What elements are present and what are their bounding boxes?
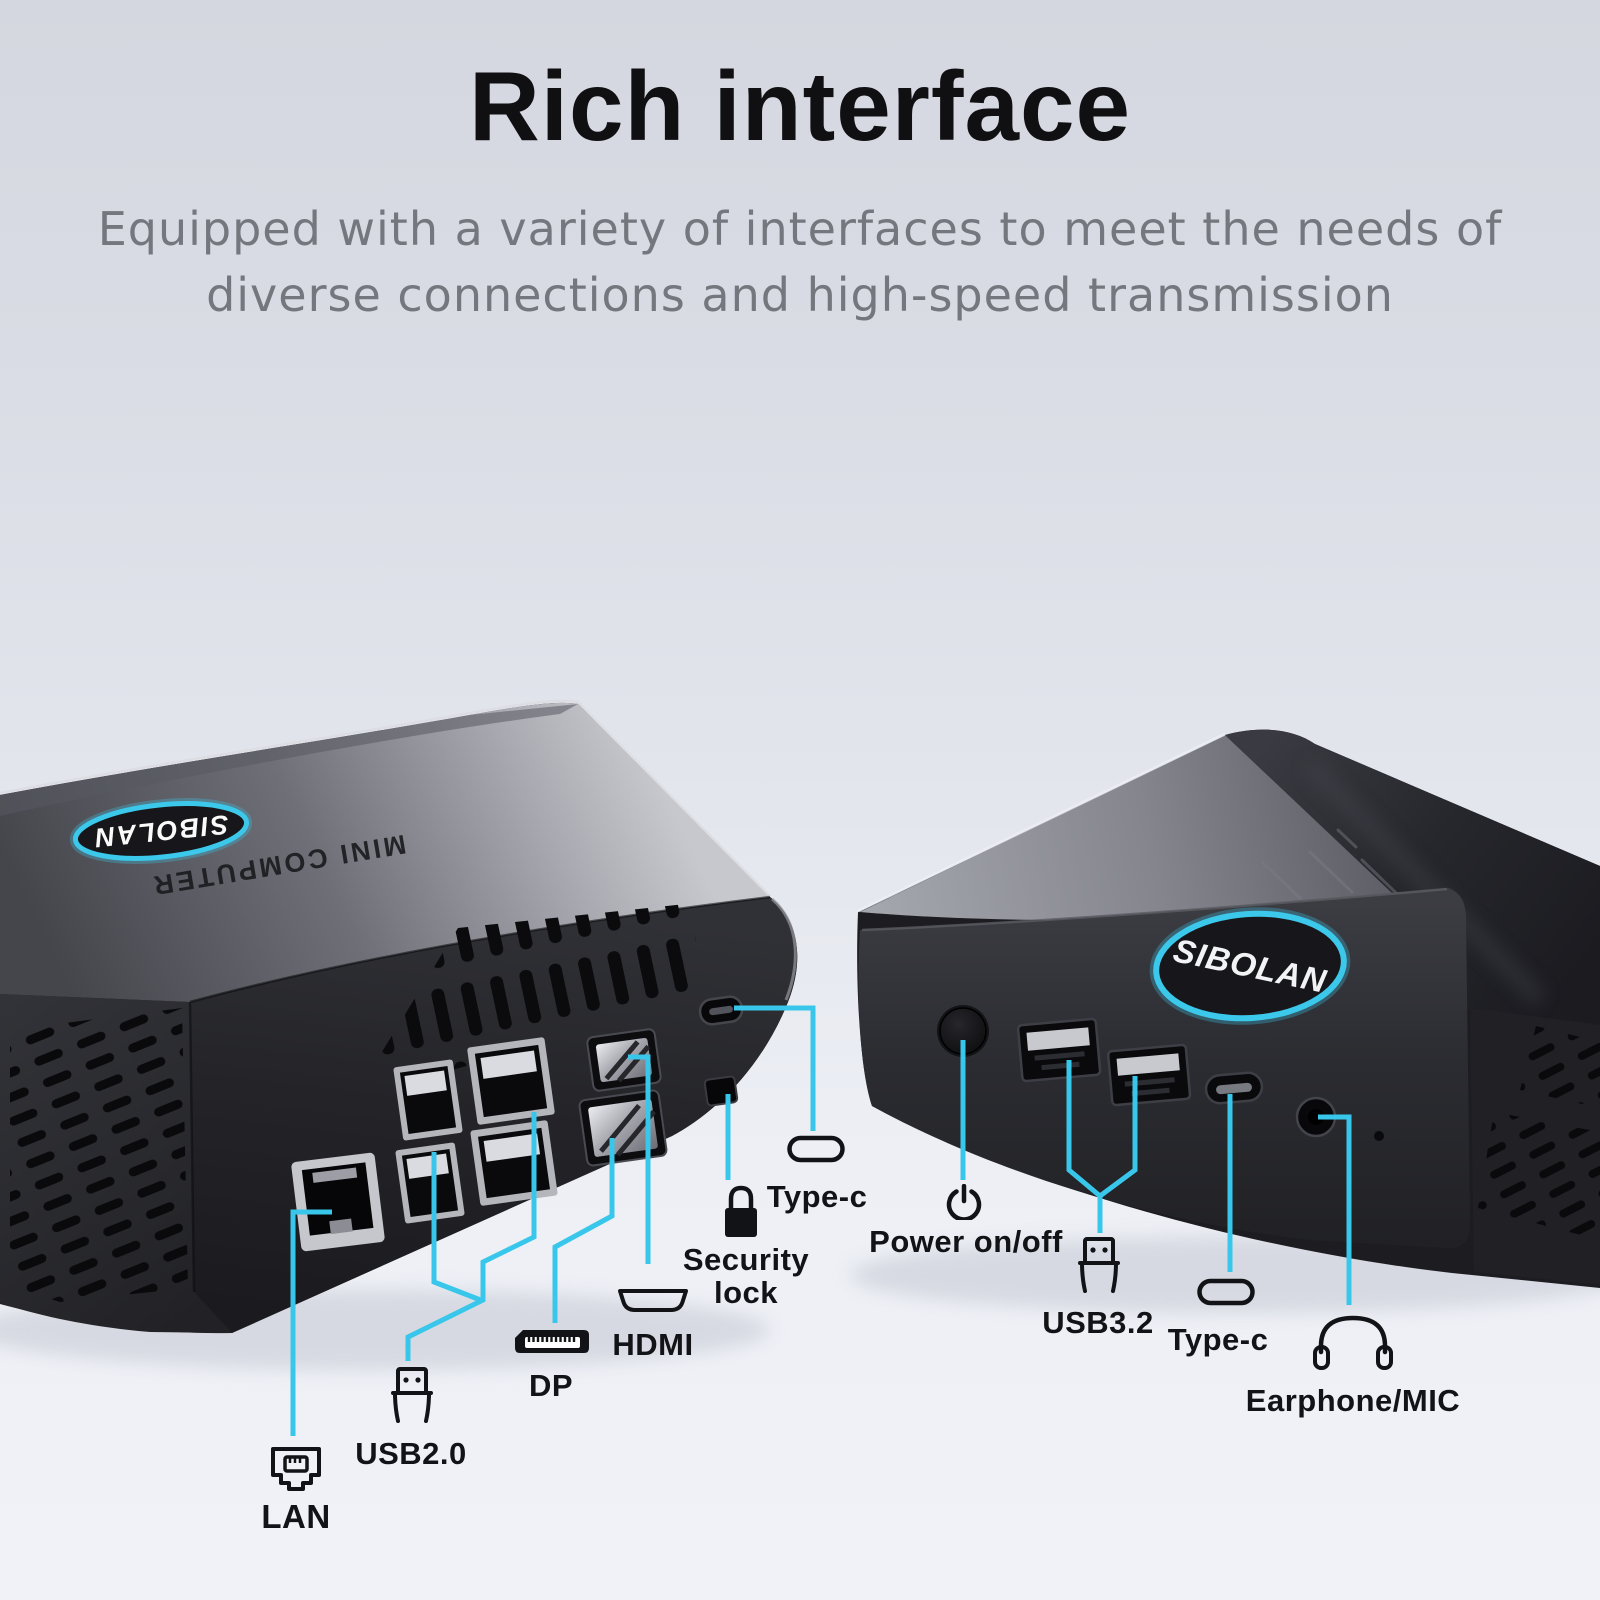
callout-label-security-lock: Security lock bbox=[683, 1243, 809, 1309]
dp-icon bbox=[515, 1330, 589, 1353]
usb2-port-bottom-right bbox=[470, 1120, 558, 1206]
security-lock-line-2: lock bbox=[713, 1275, 779, 1310]
right-device-logo: SIBOLAN bbox=[1149, 907, 1351, 1025]
usb2-port-top-right bbox=[467, 1037, 555, 1125]
security-lock-line-1: Security bbox=[682, 1242, 810, 1277]
lan-callout-line bbox=[290, 1209, 332, 1436]
page-subtitle: Equipped with a variety of interfaces to… bbox=[0, 196, 1600, 328]
right-side-vents-upper bbox=[1520, 1026, 1600, 1108]
left-back-vents bbox=[372, 903, 697, 1076]
callout-label-type-c-right: Type-c bbox=[1167, 1322, 1269, 1357]
callout-label-hdmi: HDMI bbox=[612, 1327, 694, 1362]
lan-icon bbox=[271, 1447, 321, 1491]
security-lock-slot bbox=[703, 1075, 739, 1107]
mic-hole bbox=[1374, 1131, 1384, 1141]
right-etched-marks bbox=[1260, 828, 1422, 918]
usb2-port-top-left bbox=[393, 1059, 463, 1141]
usb2-callout-line-a bbox=[405, 1112, 537, 1361]
right-device-lid-triangle bbox=[860, 735, 1408, 921]
power-button bbox=[937, 1005, 989, 1057]
hdmi-port bbox=[586, 1028, 662, 1092]
type-c-left-callout-line bbox=[734, 1005, 816, 1131]
hdmi-icon bbox=[618, 1289, 688, 1312]
right-side-vents-lower bbox=[1478, 1112, 1600, 1240]
hdmi-callout-line bbox=[628, 1054, 651, 1264]
type-c-icon bbox=[787, 1135, 845, 1163]
left-device-logo: SIBOLAN bbox=[69, 798, 253, 864]
headphones-icon bbox=[1313, 1315, 1393, 1370]
dp-port bbox=[578, 1089, 668, 1167]
usb-plug-icon bbox=[1078, 1237, 1120, 1293]
left-device-lid-edge-highlight bbox=[0, 699, 771, 897]
right-lid-gloss-streak bbox=[1304, 760, 1546, 1006]
usb32-port-1 bbox=[1016, 1017, 1102, 1083]
left-device-corner-highlight bbox=[771, 897, 797, 1001]
page-title: Rich interface bbox=[468, 51, 1132, 161]
dp-callout-line bbox=[552, 1138, 615, 1323]
power-icon bbox=[946, 1184, 982, 1220]
subtitle-line-2: diverse connections and high-speed trans… bbox=[206, 268, 1394, 322]
callout-label-lan: LAN bbox=[261, 1498, 331, 1535]
usb32-callout-line bbox=[1066, 1060, 1138, 1233]
usb2-port-bottom-left bbox=[395, 1142, 465, 1224]
usb-plug-icon bbox=[391, 1367, 433, 1423]
callout-label-power: Power on/off bbox=[869, 1224, 1063, 1259]
right-front-top-crease bbox=[861, 887, 1448, 932]
left-device-lid-chamfer bbox=[0, 704, 578, 816]
right-lid-edge-highlight bbox=[857, 732, 1226, 913]
lock-icon bbox=[725, 1185, 757, 1237]
callout-label-earphone-mic: Earphone/MIC bbox=[1245, 1383, 1461, 1418]
usb2-callout-line-b bbox=[431, 1152, 484, 1304]
type-c-icon bbox=[1197, 1278, 1255, 1306]
callout-lines bbox=[290, 1005, 1352, 1436]
right-device: SIBOLAN bbox=[857, 729, 1600, 1288]
callout-label-usb32: USB3.2 bbox=[1042, 1305, 1154, 1340]
callout-label-type-c-left: Type-c bbox=[766, 1179, 868, 1214]
left-side-vents bbox=[10, 1008, 188, 1302]
left-device-lid bbox=[0, 702, 770, 1002]
subtitle-line-1: Equipped with a variety of interfaces to… bbox=[97, 202, 1503, 256]
callout-label-usb2: USB2.0 bbox=[355, 1436, 467, 1471]
usb32-port-2 bbox=[1106, 1043, 1192, 1107]
left-device: SIBOLAN MINI COMPUTER bbox=[0, 699, 798, 1334]
earphone-callout-line bbox=[1318, 1114, 1352, 1305]
lan-port bbox=[291, 1152, 385, 1252]
usb-c-port-right-device bbox=[1204, 1071, 1264, 1105]
callout-label-dp: DP bbox=[528, 1368, 574, 1403]
